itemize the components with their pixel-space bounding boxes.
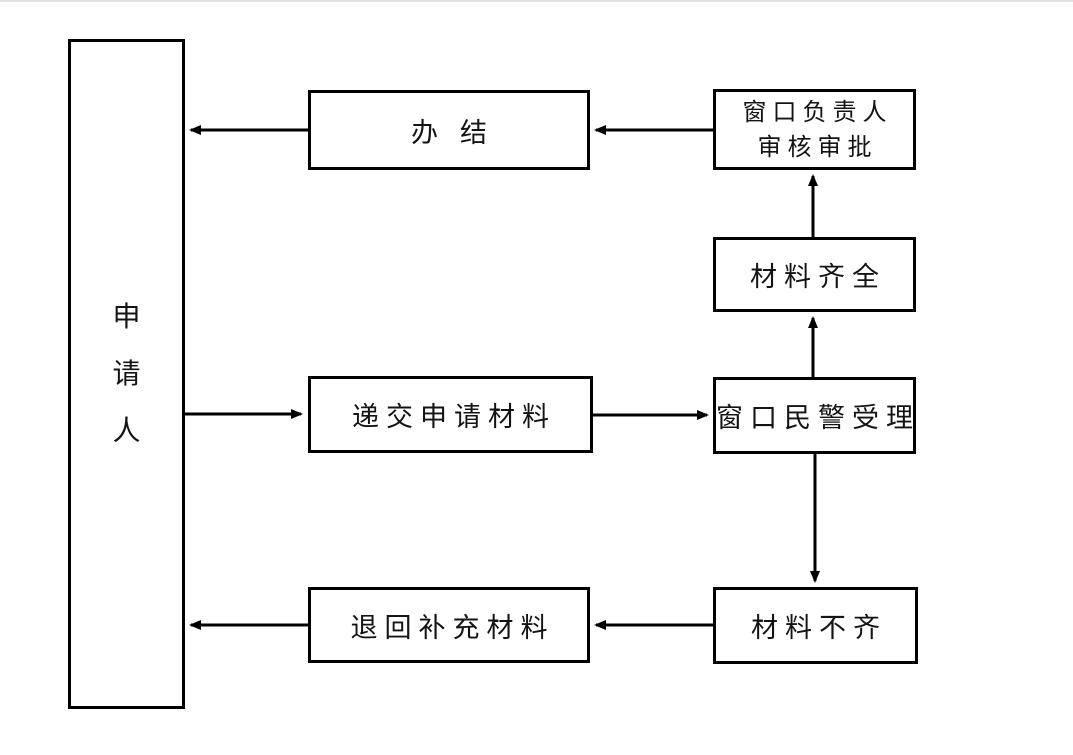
applicant-char-1: 申 [112, 300, 141, 333]
submit-materials-label: 递交申请材料 [352, 402, 556, 433]
supervisor-review-line2: 审核审批 [757, 132, 878, 161]
supervisor-review-line1: 窗口负责人 [742, 97, 893, 126]
flow-node-submit-materials: 递交申请材料 [308, 376, 593, 453]
applicant-char-3: 人 [112, 414, 141, 447]
flow-node-police-accept: 窗口民警受理 [713, 377, 916, 454]
flow-node-applicant: 申 请 人 [68, 39, 185, 709]
police-accept-label: 窗口民警受理 [716, 403, 920, 434]
applicant-label: 申 请 人 [112, 303, 140, 445]
complete-label: 办结 [411, 117, 509, 149]
materials-complete-label: 材料齐全 [750, 262, 886, 293]
return-supplement-label: 退回补充材料 [350, 612, 555, 644]
flow-node-supervisor-review: 窗口负责人 审核审批 [713, 89, 916, 170]
flow-node-materials-complete: 材料齐全 [713, 237, 916, 312]
materials-incomplete-label: 材料不齐 [751, 613, 887, 644]
supervisor-review-label: 窗口负责人 审核审批 [743, 98, 887, 162]
flow-node-complete: 办结 [308, 90, 590, 170]
applicant-char-2: 请 [112, 357, 141, 390]
flow-node-return-supplement: 退回补充材料 [308, 587, 590, 663]
flow-node-materials-incomplete: 材料不齐 [713, 587, 918, 664]
